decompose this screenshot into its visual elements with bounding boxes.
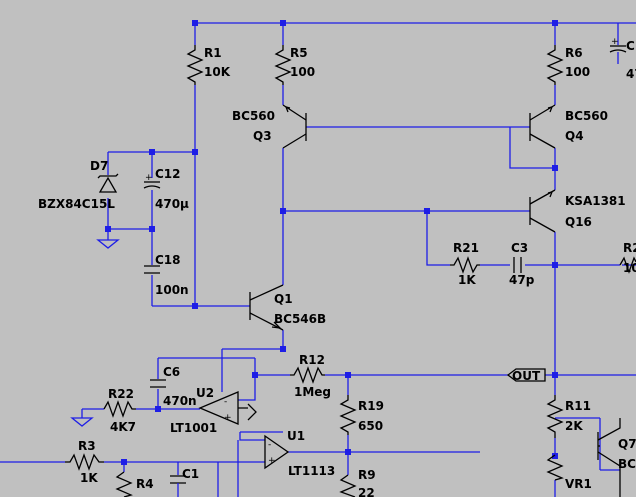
label-vr1: VR1 xyxy=(565,477,592,491)
transistor-q3[interactable] xyxy=(282,104,307,149)
label-c6-value: 470n xyxy=(163,394,197,408)
label-r6-value: 100 xyxy=(565,65,590,79)
label-c18-value: 100n xyxy=(155,283,189,297)
ground-icon xyxy=(96,239,120,249)
label-q4: Q4 xyxy=(565,129,584,143)
svg-text:-: - xyxy=(224,397,227,407)
label-r6: R6 xyxy=(565,46,583,60)
labels: R1 10K R5 100 R6 100 C 47 BC560 Q3 BC560… xyxy=(38,39,636,497)
resistor-r1[interactable] xyxy=(186,45,204,85)
label-r21-value: 1K xyxy=(458,273,476,287)
label-r3: R3 xyxy=(78,439,96,453)
label-r22: R22 xyxy=(108,387,134,401)
label-u2: U2 xyxy=(196,386,214,400)
label-q4-model: BC560 xyxy=(565,109,608,123)
resistor-r2-partial[interactable] xyxy=(619,256,636,274)
label-r22-value: 4K7 xyxy=(110,420,136,434)
label-c-top-value: 47 xyxy=(626,67,636,81)
label-r19: R19 xyxy=(358,399,384,413)
resistor-r12[interactable] xyxy=(290,366,325,384)
label-d7: D7 xyxy=(90,159,108,173)
transistor-q7-partial[interactable] xyxy=(597,418,621,497)
resistor-r11[interactable] xyxy=(546,395,564,438)
wires xyxy=(0,22,636,497)
transistor-q16[interactable] xyxy=(529,189,556,233)
label-r9: R9 xyxy=(358,468,376,482)
opamp-u2[interactable]: - + xyxy=(198,391,257,425)
label-r2-partial: R2 xyxy=(623,241,636,255)
resistor-r19[interactable] xyxy=(339,395,357,435)
label-r1-value: 10K xyxy=(204,65,231,79)
zener-diode-d7[interactable] xyxy=(97,173,119,193)
capacitor-c6[interactable] xyxy=(150,379,166,388)
label-r4: R4 xyxy=(136,477,154,491)
label-r12-value: 1Meg xyxy=(294,385,331,399)
label-r21: R21 xyxy=(453,241,479,255)
svg-text:-: - xyxy=(268,440,271,450)
label-c3: C3 xyxy=(511,241,528,255)
label-r12: R12 xyxy=(299,353,325,367)
label-c12: C12 xyxy=(155,167,181,181)
capacitor-c-top[interactable]: + xyxy=(609,37,627,64)
svg-text:+: + xyxy=(145,173,153,183)
transistor-q4[interactable] xyxy=(529,104,556,149)
net-label-out[interactable]: OUT xyxy=(506,368,546,383)
label-r1: R1 xyxy=(204,46,222,60)
label-r5: R5 xyxy=(290,46,308,60)
label-c18: C18 xyxy=(155,253,181,267)
opamp-u1[interactable]: - + xyxy=(264,434,290,470)
label-r5-value: 100 xyxy=(290,65,315,79)
junctions xyxy=(105,20,558,465)
net-label-out-text: OUT xyxy=(512,369,541,383)
resistor-r22[interactable] xyxy=(103,400,136,418)
label-u2-model: LT1001 xyxy=(170,421,217,435)
label-c3-value: 47p xyxy=(509,273,535,287)
label-q1: Q1 xyxy=(274,292,293,306)
transistor-q1[interactable] xyxy=(249,284,284,331)
label-u1-model: LT1113 xyxy=(288,464,335,478)
resistor-r9[interactable] xyxy=(339,474,357,497)
resistor-vr1[interactable] xyxy=(546,454,564,481)
label-r19-value: 650 xyxy=(358,419,383,433)
label-c12-value: 470µ xyxy=(155,197,189,211)
capacitor-c3[interactable] xyxy=(513,257,522,273)
label-c6: C6 xyxy=(163,365,180,379)
label-r9-value: 22 xyxy=(358,486,375,497)
label-r2-partial-value: 10 xyxy=(623,261,636,275)
label-r11: R11 xyxy=(565,399,591,413)
resistor-r21[interactable] xyxy=(450,256,480,274)
label-u1: U1 xyxy=(287,429,305,443)
label-q3-model: BC560 xyxy=(232,109,275,123)
resistor-r3[interactable] xyxy=(65,453,104,471)
label-q7-model: BC xyxy=(618,457,636,471)
label-q16-model: KSA1381 xyxy=(565,194,626,208)
svg-text:+: + xyxy=(224,413,232,423)
label-d7-model: BZX84C15L xyxy=(38,197,115,211)
resistor-r6[interactable] xyxy=(546,45,564,85)
capacitor-c12[interactable]: + xyxy=(143,173,161,189)
resistor-r5[interactable] xyxy=(274,45,292,85)
svg-text:+: + xyxy=(268,456,276,466)
ground-icon xyxy=(70,417,94,427)
label-q1-model: BC546B xyxy=(274,312,326,326)
label-q16: Q16 xyxy=(565,215,592,229)
label-r3-value: 1K xyxy=(80,471,98,485)
capacitor-c18[interactable] xyxy=(144,265,160,274)
label-r11-value: 2K xyxy=(565,419,583,433)
capacitor-c1[interactable] xyxy=(170,475,186,497)
label-q3: Q3 xyxy=(253,129,272,143)
svg-text:+: + xyxy=(611,37,619,47)
label-c-top: C xyxy=(626,39,635,53)
label-q7: Q7 xyxy=(618,437,636,451)
resistor-r4[interactable] xyxy=(115,471,133,497)
label-c1: C1 xyxy=(182,467,199,481)
